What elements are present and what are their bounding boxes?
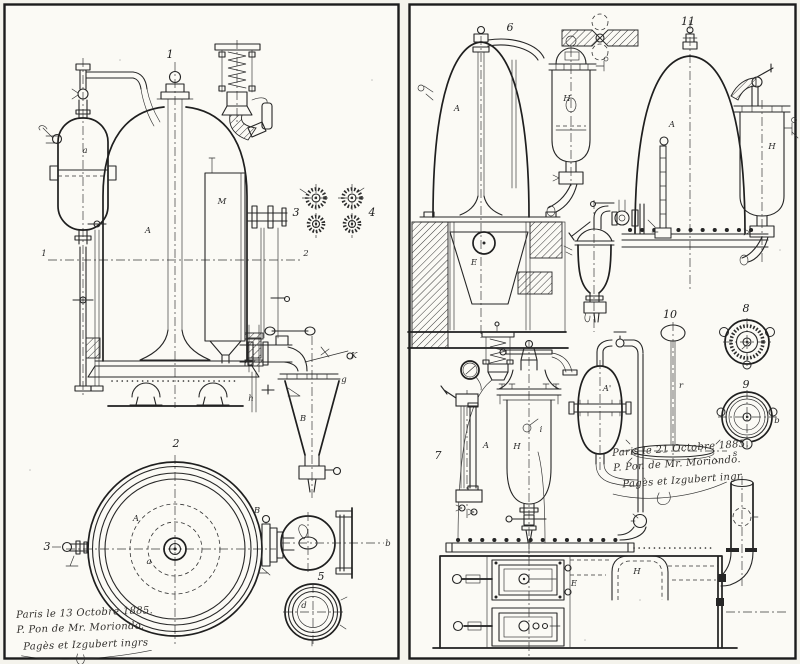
signature-name-left: Pagès et Izgubert ingrs — [22, 637, 149, 652]
middle-flask — [563, 199, 645, 332]
left-plate-labels: 1 2 3 4 5 1 2 3 A M a K g h B A a B b d — [41, 48, 390, 611]
gauge-valve-assembly — [246, 205, 291, 339]
part-label-bell6: A — [453, 104, 460, 114]
part-label-vessel11: H — [767, 142, 776, 152]
right-plate: 6 11 7 8 9 10 A E H A H A H i A' r b s E… — [29, 13, 799, 658]
part-label-lever: K — [350, 351, 358, 361]
fig9-fitting — [716, 390, 778, 450]
part-label-bell-low: A — [482, 441, 489, 451]
figure-label-6: 6 — [507, 21, 514, 34]
left-signature: Paris le 13 Octobre 1885. P. Pon de Mr. … — [15, 605, 153, 664]
plan-tap-mark: 3 — [44, 540, 51, 553]
figure-label-1: 1 — [167, 48, 174, 61]
part-label-vessel: a — [82, 146, 87, 156]
side-receiver-vessel — [38, 63, 161, 392]
left-plate: 1 2 3 4 5 1 2 3 A M a K g h B A a B b d … — [15, 40, 391, 664]
figure-label-3: 3 — [293, 206, 300, 219]
boiler-dome — [85, 70, 262, 407]
fig1-centerlines — [48, 40, 313, 500]
fig3-fig4-knobs — [299, 184, 366, 238]
part-label-bell11: A — [668, 120, 675, 130]
figure-label-11: 11 — [681, 15, 695, 28]
figure-label-10: 10 — [663, 308, 677, 321]
fig6-bell-section — [407, 13, 639, 349]
part-label-rim-clip: g — [341, 375, 347, 385]
figure-label-9: 9 — [743, 378, 750, 391]
figure-label-2: 2 — [172, 437, 180, 450]
scan-noise — [29, 59, 781, 641]
spring-safety-valve — [214, 43, 273, 141]
signature-flourish — [612, 481, 727, 499]
part-label-rod: r — [679, 381, 684, 391]
figure-label-8: 8 — [743, 302, 750, 315]
section-mark-left: 1 — [41, 249, 46, 259]
part-label-furnace: E — [570, 579, 578, 589]
part-label-ring9: b — [774, 416, 779, 426]
fig8-fitting — [719, 318, 775, 370]
fig2-plan-view — [52, 455, 384, 647]
right-plate-labels: 6 11 7 8 9 10 A E H A H A H i A' r b s E… — [435, 15, 780, 589]
signature-pp-left: P. Pon de Mr. Moriondo. — [15, 621, 144, 636]
part-label-valve-i: i — [540, 425, 543, 435]
figure-label-7: 7 — [435, 449, 442, 462]
part-label-plan-block: B — [253, 506, 260, 516]
part-label-vessel-low: H — [512, 442, 521, 452]
signature-date-left: Paris le 13 Octobre 1885. — [15, 605, 153, 621]
part-label-tank: M — [217, 197, 227, 207]
part-label-receiver: B — [299, 414, 306, 424]
part-label-hopper: E — [470, 258, 478, 268]
part-label-arch: H — [632, 567, 641, 577]
part-label-plan-body: A — [132, 514, 139, 524]
part-label-support: h — [248, 394, 253, 404]
part-label-plan-axis: b — [385, 539, 390, 549]
draw-off-tap — [239, 324, 354, 493]
left-plate-frame — [3, 3, 400, 660]
bottom-apparatus — [432, 321, 788, 658]
part-label-plan-inner: a — [146, 557, 151, 567]
figure-label-5: 5 — [318, 570, 325, 583]
part-label-dome: A — [144, 226, 151, 236]
section-mark-right: 2 — [302, 249, 308, 259]
fig11-bell — [621, 20, 799, 292]
part-label-egg: A' — [602, 384, 611, 394]
part-label-vessel6: H — [562, 94, 571, 104]
part-label-plug9: s — [733, 449, 738, 459]
part-label-plan-disc: d — [301, 601, 307, 611]
figure-label-4: 4 — [368, 206, 376, 219]
